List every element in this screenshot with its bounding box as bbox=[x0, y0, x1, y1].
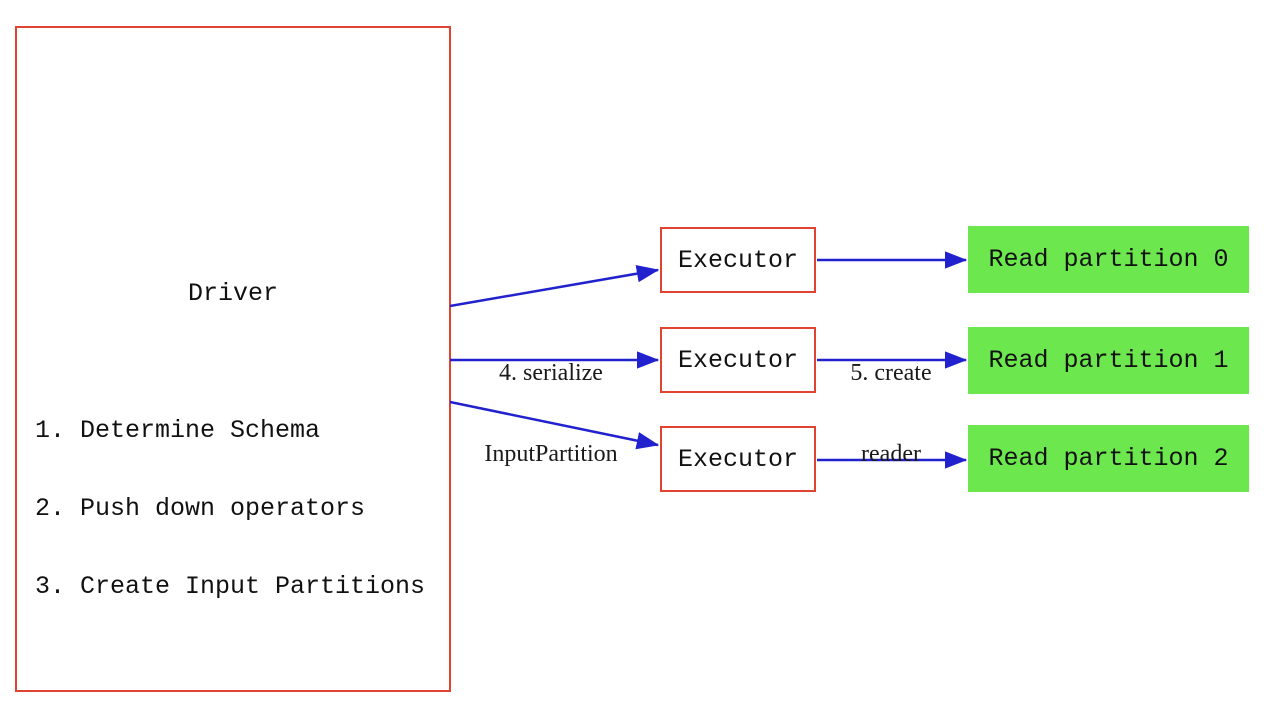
executor-node-0: Executor bbox=[660, 227, 816, 293]
read-partition-node-2-label: Read partition 2 bbox=[988, 444, 1229, 473]
executor-node-2: Executor bbox=[660, 426, 816, 492]
edge-label-serialize: 4. serialize InputPartition bbox=[431, 306, 671, 522]
driver-step-2: 2. Push down operators bbox=[35, 494, 366, 523]
driver-steps-list: 1. Determine Schema 2. Push down operato… bbox=[35, 366, 425, 652]
driver-node: Driver 1. Determine Schema 2. Push down … bbox=[15, 26, 451, 692]
executor-node-0-label: Executor bbox=[677, 245, 799, 275]
read-partition-node-0-label: Read partition 0 bbox=[988, 245, 1229, 274]
read-partition-node-1: Read partition 1 bbox=[968, 327, 1249, 394]
edge-label-create-reader-line2: reader bbox=[861, 441, 921, 467]
edge-label-create-reader-line1: 5. create bbox=[850, 360, 932, 386]
read-partition-node-2: Read partition 2 bbox=[968, 425, 1249, 492]
driver-step-3: 3. Create Input Partitions bbox=[35, 572, 426, 601]
edge-label-serialize-line2: InputPartition bbox=[484, 441, 618, 467]
arrow-driver-to-executor-2 bbox=[449, 400, 660, 450]
edge-label-serialize-line1: 4. serialize bbox=[499, 360, 603, 386]
read-partition-node-0: Read partition 0 bbox=[968, 226, 1249, 293]
driver-title: Driver bbox=[187, 279, 278, 308]
read-partition-node-1-label: Read partition 1 bbox=[988, 346, 1229, 375]
executor-node-1-label: Executor bbox=[677, 345, 799, 375]
edge-label-create-reader: 5. create reader bbox=[791, 306, 991, 522]
driver-step-1: 1. Determine Schema bbox=[35, 416, 321, 445]
executor-node-2-label: Executor bbox=[677, 444, 799, 474]
executor-node-1: Executor bbox=[660, 327, 816, 393]
arrow-driver-to-executor-0 bbox=[449, 265, 660, 308]
